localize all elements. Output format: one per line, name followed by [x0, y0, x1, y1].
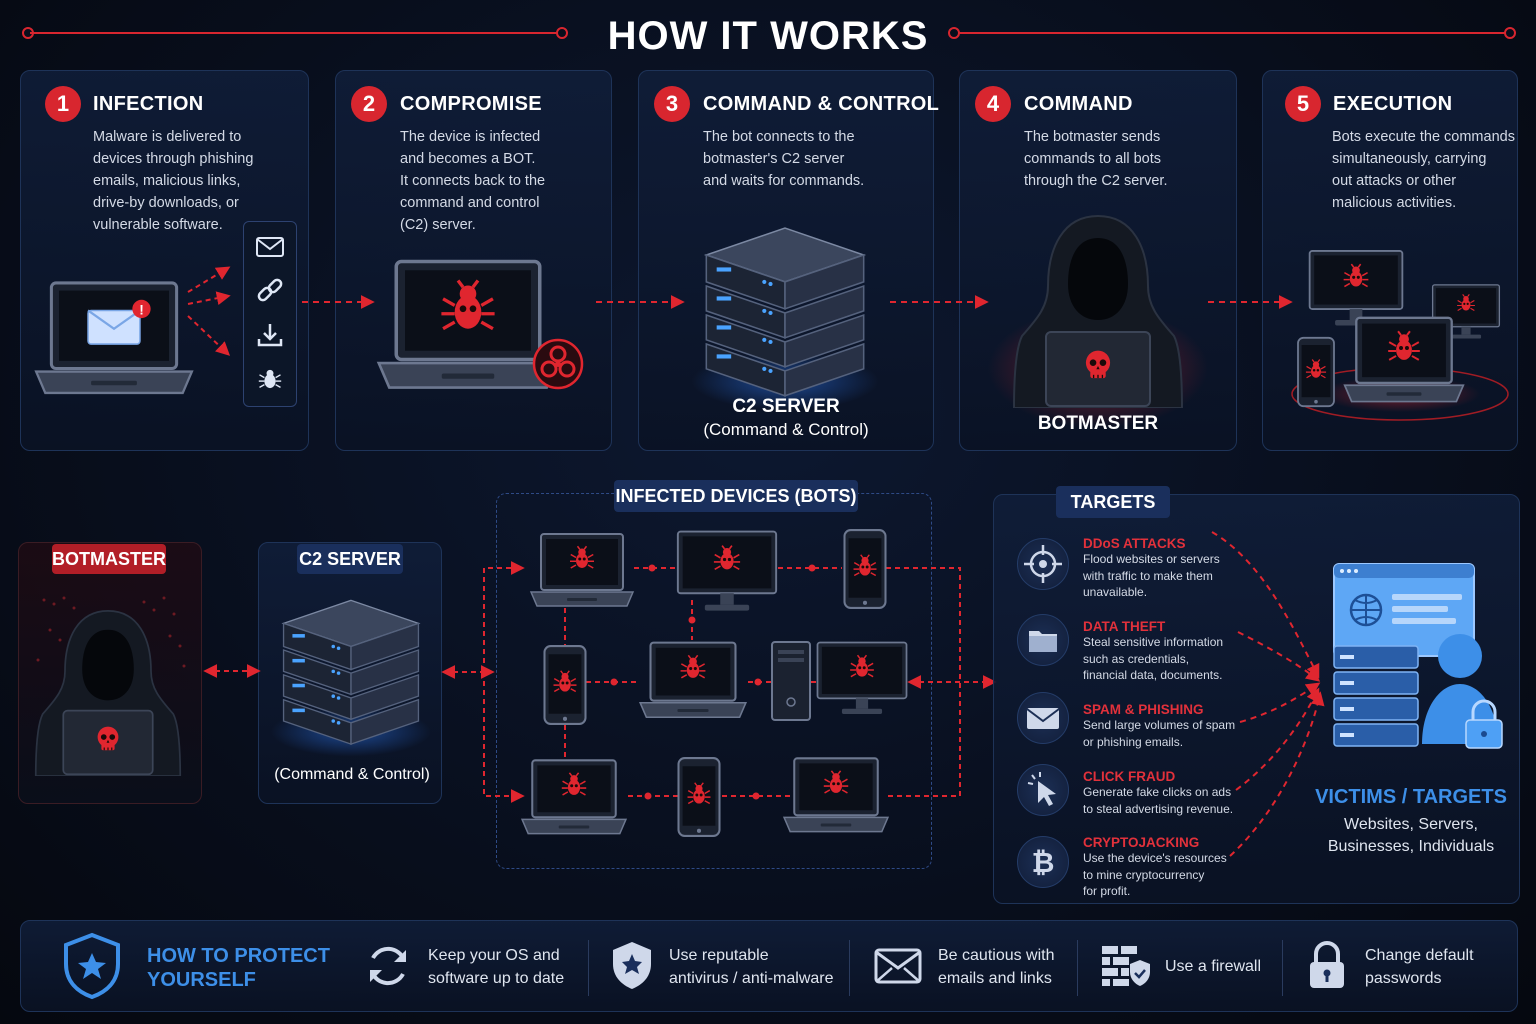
bot-desktop-tower — [771, 641, 811, 721]
botmaster-hacker-figure — [988, 208, 1208, 428]
step-number-3: 3 — [654, 86, 690, 122]
step-number-5: 5 — [1285, 86, 1321, 122]
infection-vectors-box — [243, 221, 297, 407]
target-title-click-fraud: CLICK FRAUD — [1083, 769, 1176, 784]
botmaster-world-map-dots — [36, 596, 186, 668]
cursor-click-icon — [1017, 764, 1069, 816]
c2-server-subcaption: (Command & Control) — [703, 420, 869, 439]
c2-server-caption: C2 SERVER — [732, 396, 840, 417]
victims-graphic — [1333, 563, 1503, 749]
protect-bar — [20, 920, 1518, 1012]
target-title-data-theft: DATA THEFT — [1083, 619, 1166, 634]
svg-text:!: ! — [139, 302, 144, 317]
svg-text:₿: ₿ — [1032, 846, 1055, 879]
botmaster-tag: BOTMASTER — [52, 544, 166, 574]
infected-email-laptop: ! — [30, 276, 198, 406]
network-c2-server — [271, 598, 431, 757]
protect-divider-2 — [849, 940, 850, 996]
biohazard-icon — [532, 338, 584, 390]
delivery-arrows — [187, 266, 231, 356]
firewall-icon — [1102, 946, 1150, 986]
step-title-1: INFECTION — [93, 93, 204, 115]
refresh-icon — [370, 946, 406, 986]
protect-divider-4 — [1282, 940, 1283, 996]
link-icon — [257, 278, 283, 302]
victims-title: VICTIMS / TARGETS — [1315, 786, 1507, 808]
step-title-3: COMMAND & CONTROL — [703, 93, 940, 115]
victims-desc: Websites, Servers,Businesses, Individual… — [1327, 816, 1495, 855]
envelope-icon — [1017, 692, 1069, 744]
page-title: HOW IT WORKS — [607, 14, 929, 58]
flow-arrows-steps — [302, 295, 1293, 309]
infected-devices-tag: INFECTED DEVICES (BOTS) — [614, 480, 858, 512]
download-icon — [257, 324, 283, 347]
target-item-cryptojacking: CRYPTOJACKING Use the device's resources… — [1083, 835, 1227, 900]
step-number-4: 4 — [975, 86, 1011, 122]
c2-server-stack — [691, 226, 879, 411]
step-title-2: COMPROMISE — [400, 93, 542, 115]
target-title-cryptojacking: CRYPTOJACKING — [1083, 835, 1200, 850]
folder-icon — [1017, 614, 1069, 666]
target-item-spam: SPAM & PHISHING Send large volumes of sp… — [1083, 702, 1235, 750]
title-line-right — [958, 32, 1506, 34]
shield-check-icon — [613, 942, 651, 989]
title-line-left-end-dot — [556, 27, 568, 39]
bot-network-links — [441, 561, 997, 803]
targets-tag: TARGETS — [1056, 486, 1170, 518]
execution-devices — [1291, 244, 1509, 421]
step-title-5: EXECUTION — [1333, 93, 1453, 115]
c2-server-tag: C2 SERVER — [297, 544, 403, 574]
envelope-icon — [256, 237, 284, 257]
targets-panel — [993, 494, 1520, 904]
bitcoin-icon: ₿ — [1017, 836, 1069, 888]
c2-server-network-caption: (Command & Control) — [274, 766, 430, 783]
botmaster-caption: BOTMASTER — [1037, 413, 1159, 434]
protect-item-firewall: Use a firewall — [1165, 958, 1262, 975]
protect-divider-1 — [588, 940, 589, 996]
crosshair-icon — [1017, 538, 1069, 590]
target-title-spam: SPAM & PHISHING — [1083, 702, 1204, 717]
target-title-ddos: DDoS ATTACKS — [1083, 536, 1186, 551]
title-line-left — [30, 32, 560, 34]
step-title-4: COMMAND — [1024, 93, 1133, 115]
envelope-icon — [874, 948, 922, 984]
target-arrows — [1211, 531, 1325, 857]
protect-divider-3 — [1077, 940, 1078, 996]
title-line-right-end-dot — [1504, 27, 1516, 39]
step-number-1: 1 — [45, 86, 81, 122]
step-number-2: 2 — [351, 86, 387, 122]
bug-icon — [258, 369, 282, 389]
padlock-icon — [1310, 941, 1344, 988]
shield-star-icon — [64, 932, 120, 1000]
